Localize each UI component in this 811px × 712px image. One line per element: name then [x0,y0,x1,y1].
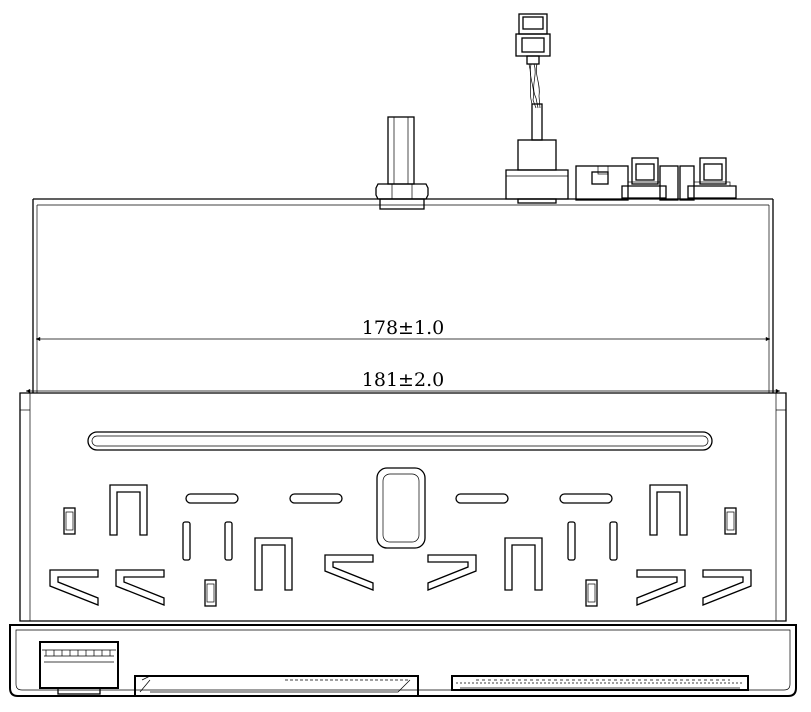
spring-tabs-u [109,484,688,591]
dimension-label-outer: 181±2.0 [362,369,444,391]
wire-bundle [528,63,541,109]
short-slots [185,493,613,504]
cable-gland [505,103,569,204]
dimension-outer: 181±2.0 [26,369,780,394]
long-slot [87,431,713,451]
small-holes [63,507,737,607]
faceplate [9,624,797,697]
threaded-stud [387,116,415,185]
display-strip-right [451,675,749,691]
rca-jack-right [679,157,737,201]
dimension-label-inner: 178±1.0 [362,317,444,339]
volume-knob [39,641,119,695]
vertical-slots [182,521,618,561]
chevron-tabs [49,554,752,606]
chassis-body [32,198,774,393]
display-strip-left [134,675,419,697]
center-window [376,467,426,549]
rca-jack-left [621,157,679,201]
mounting-sleeve [19,392,787,622]
dimension-inner: 178±1.0 [36,317,770,342]
terminal-block [575,165,629,201]
wire-connector [515,13,551,65]
